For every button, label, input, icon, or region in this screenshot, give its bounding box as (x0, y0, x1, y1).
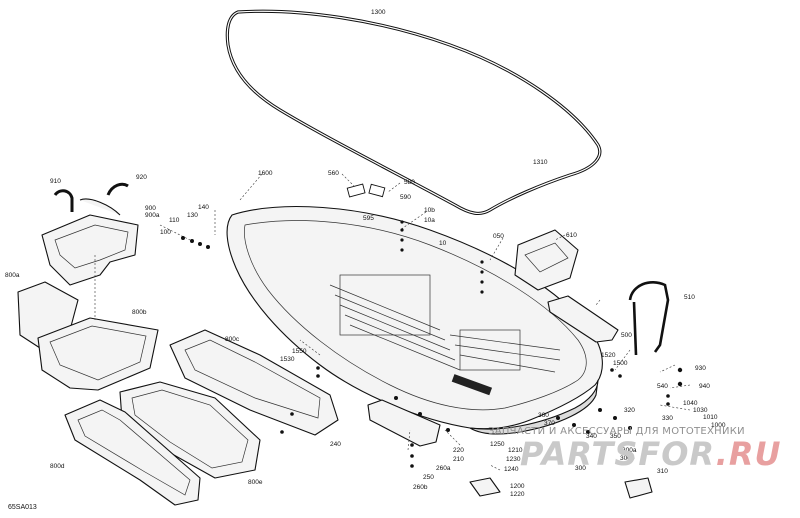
callout-370: 370 (544, 420, 555, 427)
storage-bin (41, 198, 139, 286)
callout-1240: 1240 (504, 466, 519, 473)
leader-lines (94, 173, 691, 471)
callout-300: 300 (575, 465, 586, 472)
callout-940: 940 (699, 383, 710, 390)
callout-1210: 1210 (508, 447, 523, 454)
callout-100: 100 (160, 229, 171, 236)
vent-610 (514, 229, 579, 291)
callout-340: 340 (586, 433, 597, 440)
callout-1600: 1600 (258, 170, 273, 177)
callout-1300: 1300 (371, 9, 386, 16)
callout-590: 590 (400, 194, 411, 201)
bracket-560 (346, 183, 366, 198)
watermark-text: ЗАПЧАСТИ И АКСЕССУАРЫ ДЛЯ МОТОТЕХНИКИ (488, 426, 745, 437)
callout-920: 920 (136, 174, 147, 181)
callout-050: 050 (493, 233, 504, 240)
callout-500: 500 (621, 332, 632, 339)
callout-220: 220 (453, 447, 464, 454)
callout-130: 130 (187, 212, 198, 219)
callout-800b: 800b (132, 309, 147, 316)
callout-300b: 300b (620, 455, 635, 462)
callout-540: 540 (657, 383, 668, 390)
callout-260b: 260b (413, 484, 428, 491)
callout-1230: 1230 (506, 456, 521, 463)
callout-595: 595 (363, 215, 374, 222)
callout-580: 580 (404, 179, 415, 186)
plate-220 (367, 399, 441, 447)
callout-1220: 1220 (510, 491, 525, 498)
callout-510: 510 (684, 294, 695, 301)
watermark-logo-suffix: .RU (715, 435, 782, 473)
callout-930: 930 (695, 365, 706, 372)
callout-300a: 300a (622, 447, 637, 454)
callout-260a: 260a (436, 465, 451, 472)
callout-310: 310 (657, 468, 668, 475)
diagram-reference-code: 65SA013 (8, 504, 37, 511)
callout-240: 240 (330, 441, 341, 448)
callout-610: 610 (566, 232, 577, 239)
callout-10: 10 (439, 240, 447, 247)
callout-800e: 800e (248, 479, 263, 486)
callout-210: 210 (453, 456, 464, 463)
liner-800d (64, 399, 201, 506)
strap-920 (106, 182, 129, 196)
callout-800a: 800a (5, 272, 20, 279)
callout-900a: 900a (145, 212, 160, 219)
callout-110: 110 (169, 217, 180, 224)
callout-1500: 1500 (613, 360, 628, 367)
hull-body (226, 206, 603, 435)
callout-1010: 1010 (703, 414, 718, 421)
plate-1200 (469, 477, 501, 497)
callout-1550: 1550 (292, 348, 307, 355)
bracket-580 (368, 183, 386, 198)
grab-handle-510 (628, 280, 670, 353)
callout-350: 350 (610, 433, 621, 440)
strap-910 (53, 189, 74, 212)
callout-250: 250 (423, 474, 434, 481)
callout-10b: 10b (424, 207, 435, 214)
plate-310 (624, 477, 653, 499)
callout-900: 900 (145, 205, 156, 212)
callout-800c: 800c (225, 336, 240, 343)
callout-10a: 10a (424, 217, 435, 224)
callout-1310: 1310 (533, 159, 548, 166)
callout-1520: 1520 (601, 352, 616, 359)
fasteners (181, 220, 683, 468)
tray-800b (37, 317, 159, 391)
strip-500 (547, 295, 619, 343)
callout-1000: 1000 (711, 422, 726, 429)
watermark-logo: PARTSFOR.RU (520, 435, 781, 473)
callout-1200: 1200 (510, 483, 525, 490)
callout-1530: 1530 (280, 356, 295, 363)
callout-910: 910 (50, 178, 61, 185)
callout-1030: 1030 (693, 407, 708, 414)
callout-140: 140 (198, 204, 209, 211)
callout-360: 360 (538, 412, 549, 419)
callout-1040: 1040 (683, 400, 698, 407)
callout-1250: 1250 (490, 441, 505, 448)
callout-800d: 800d (50, 463, 65, 470)
callout-330: 330 (662, 415, 673, 422)
watermark-logo-main: PARTSFOR (520, 435, 716, 473)
hull-gasket-seal (225, 9, 602, 216)
callout-560: 560 (328, 170, 339, 177)
callout-320: 320 (624, 407, 635, 414)
liner-800c (169, 329, 339, 436)
